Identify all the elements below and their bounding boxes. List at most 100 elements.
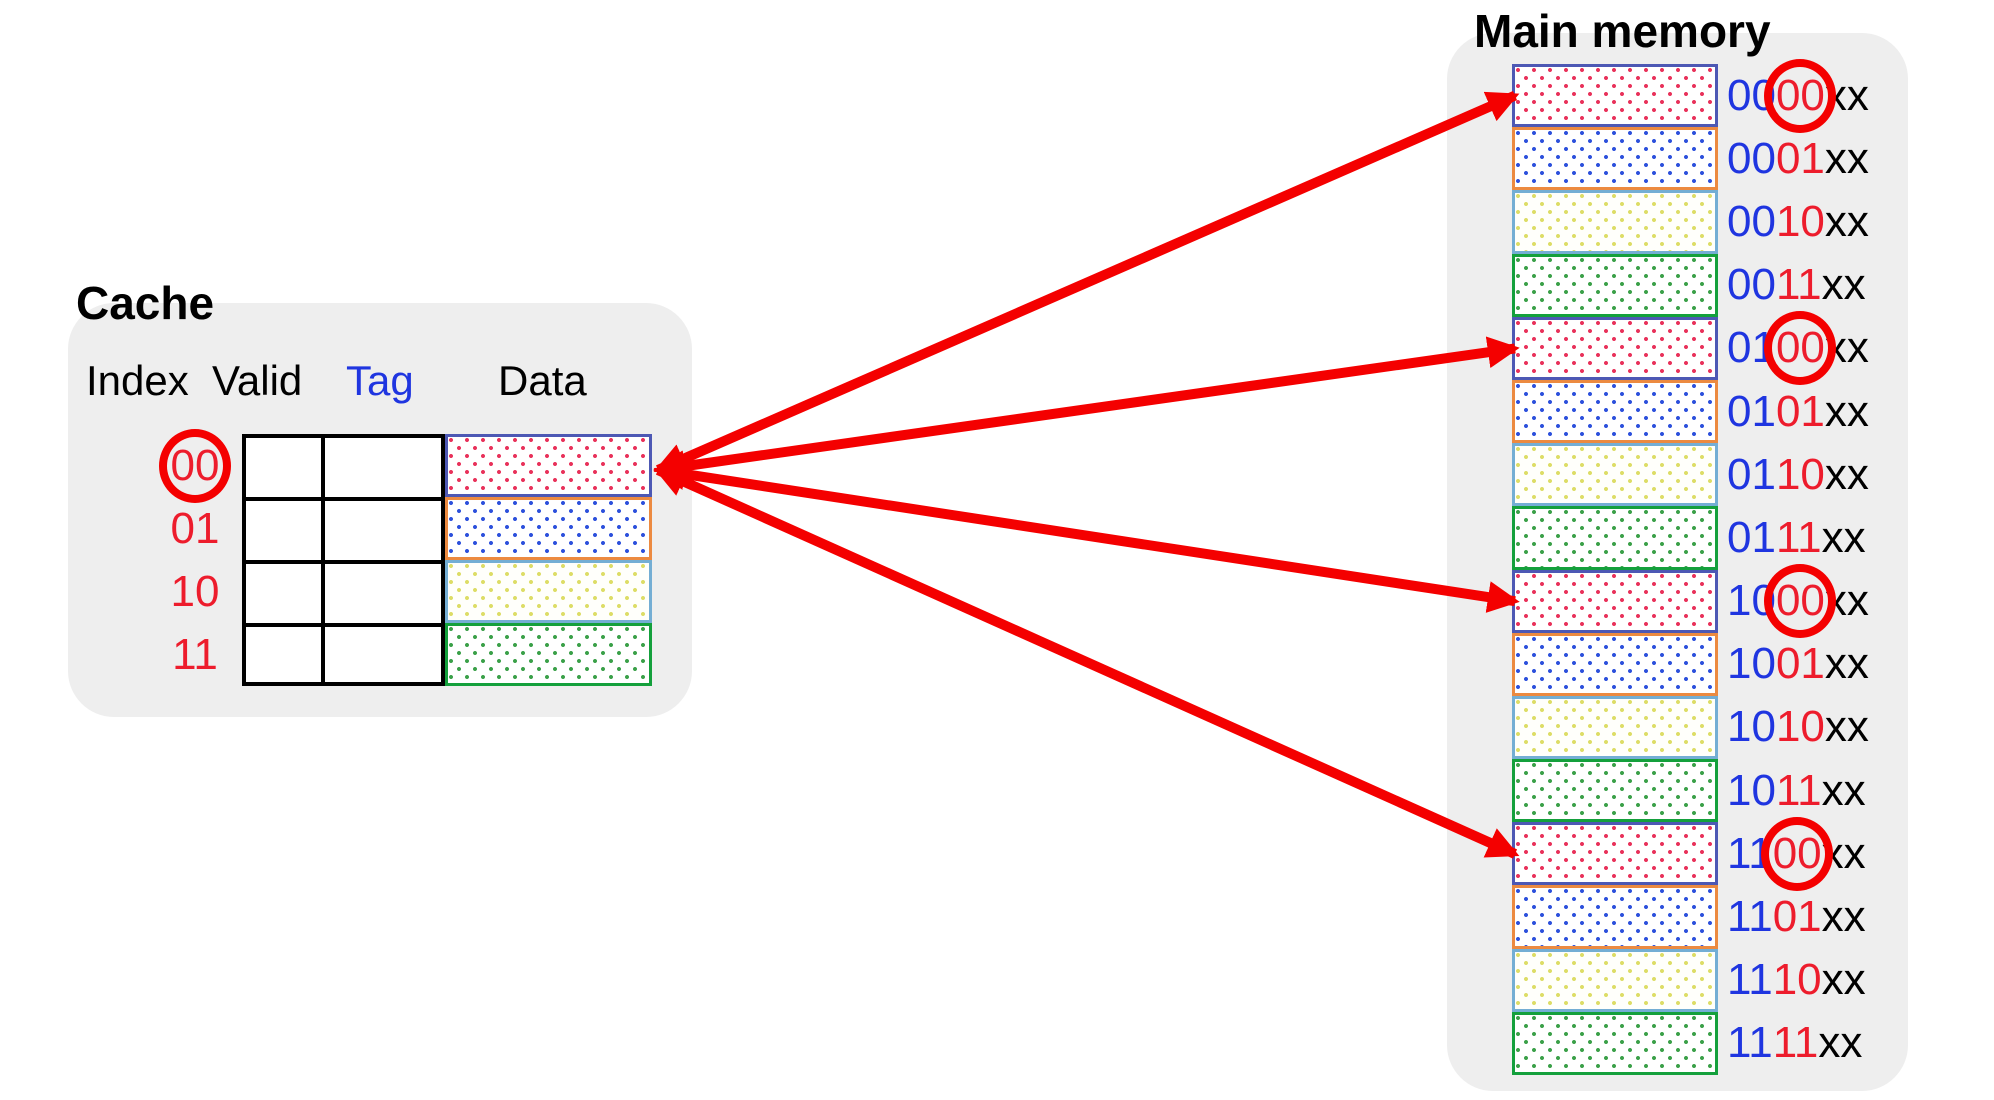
index-value: 11 (1775, 765, 1822, 815)
dotted-block-yellowDots (1512, 190, 1718, 254)
address-offset-bits: xx (1821, 512, 1866, 562)
address-offset-bits: xx (1818, 1018, 1863, 1068)
address-index-bits-circled: 00 (1776, 326, 1825, 370)
index-value: 00 (1772, 828, 1822, 878)
cache-index-row: 01 (135, 497, 255, 560)
address-index-bits: 10 (1776, 705, 1825, 749)
address-offset-bits: xx (1821, 955, 1866, 1005)
index-value: 10 (170, 566, 220, 616)
dotted-block-redDots (1512, 64, 1718, 128)
dotted-block-greenDots (445, 623, 652, 686)
address-index-bits: 11 (1775, 512, 1822, 562)
address-index-bits: 11 (1775, 765, 1822, 815)
dotted-block-yellowDots (1512, 948, 1718, 1012)
index-value: 11 (172, 629, 218, 679)
address-index-bits: 01 (1776, 136, 1825, 181)
cache-index-label: 01 (171, 506, 220, 551)
dotted-block-redDots (1512, 822, 1718, 886)
table-divider (246, 497, 441, 501)
dotted-block-yellowDots (445, 560, 652, 623)
index-value: 00 (1775, 70, 1825, 120)
main-memory-title: Main memory (1474, 5, 1771, 57)
address-tag-bits: 00 (1727, 260, 1776, 310)
address-tag-bits: 11 (1727, 892, 1773, 942)
cache-index-label-circled: 00 (170, 440, 220, 490)
mapping-arrow (653, 465, 1520, 859)
table-divider (246, 560, 441, 564)
index-value: 11 (1775, 512, 1822, 562)
address-offset-bits: xx (1824, 386, 1869, 436)
index-value: 01 (1775, 639, 1825, 689)
dotted-block-greenDots (1512, 1011, 1718, 1075)
index-value: 00 (170, 440, 220, 490)
cache-data-column (445, 434, 652, 686)
dotted-block-blueDots (445, 497, 652, 560)
address-index-bits: 10 (1775, 449, 1825, 499)
address-offset-bits: xx (1821, 892, 1866, 942)
dotted-block-blueDots (1512, 885, 1718, 949)
cache-index-row: 11 (135, 623, 255, 686)
cache-index-label: 11 (172, 629, 218, 679)
dotted-block-greenDots (1512, 759, 1718, 823)
index-value: 10 (1775, 196, 1825, 246)
mapping-arrow (653, 91, 1520, 475)
table-divider (246, 623, 441, 627)
index-value: 11 (1775, 260, 1822, 310)
address-offset-bits: xx (1821, 765, 1866, 815)
address-tag-bits: 01 (1727, 512, 1776, 562)
dotted-block-blueDots (1512, 127, 1718, 191)
address-tag-bits: 10 (1727, 765, 1776, 815)
cache-header-data: Data (498, 357, 587, 404)
index-value: 10 (1772, 955, 1822, 1005)
address-index-bits: 01 (1776, 642, 1825, 686)
cache-title: Cache (76, 277, 215, 329)
dotted-block-blueDots (1512, 632, 1718, 696)
address-offset-bits: xx (1824, 133, 1869, 183)
cache-header-index: Index (86, 357, 189, 404)
address-tag-bits: 11 (1727, 1018, 1773, 1068)
address-tag-bits: 01 (1727, 386, 1776, 436)
index-value: 00 (1775, 323, 1825, 373)
address-index-bits-circled: 00 (1776, 579, 1825, 623)
address-tag-bits: 01 (1727, 449, 1776, 499)
mapping-arrow (653, 336, 1520, 483)
cache-index-row: 10 (135, 560, 255, 623)
address-index-bits-circled: 00 (1772, 828, 1822, 878)
address-tag-bits: 10 (1727, 639, 1776, 689)
address-tag-bits: 10 (1727, 702, 1776, 752)
dotted-block-blueDots (1512, 379, 1718, 444)
dotted-block-yellowDots (1512, 695, 1718, 760)
address-index-bits: 11 (1776, 263, 1822, 307)
index-value: 01 (1772, 892, 1822, 942)
index-value: 01 (1775, 386, 1825, 436)
address-offset-bits: xx (1821, 260, 1866, 310)
address-index-bits: 11 (1773, 1021, 1819, 1065)
index-value: 10 (1775, 449, 1825, 499)
cache-index-column: 00 01 10 11 (135, 434, 255, 686)
address-tag-bits: 00 (1727, 196, 1776, 246)
